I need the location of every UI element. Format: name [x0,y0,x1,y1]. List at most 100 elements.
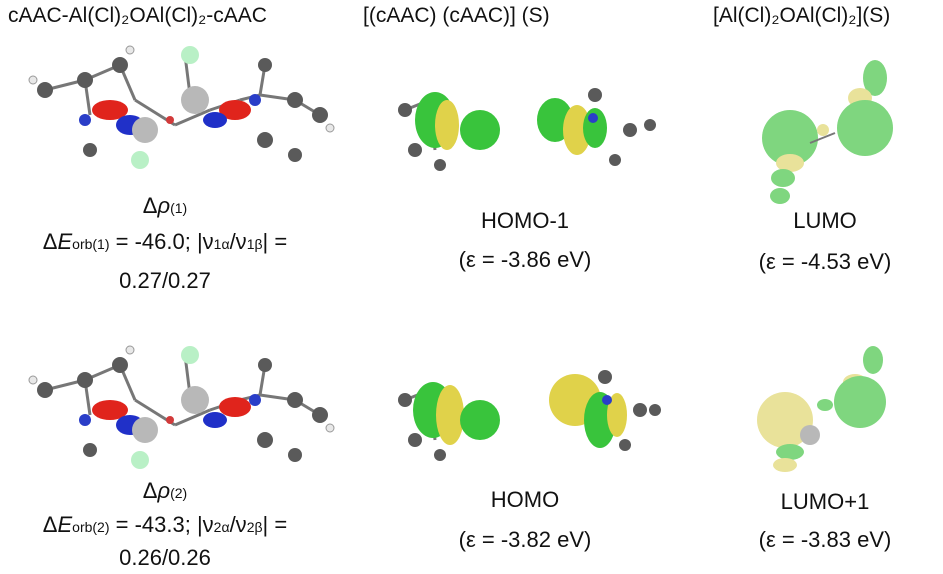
nu-end: | = [262,512,288,537]
hydrogen-atom [325,423,335,433]
homo-label: HOMO [490,487,560,512]
lumo-yellow-lobe [773,458,797,472]
lumo-yellow-lobe [757,392,813,448]
aluminum-atom [181,86,209,114]
homo-orbital-image [398,370,661,461]
carbon-atom [312,107,328,123]
delta-eorb-1-label: ΔEorb(1) = -46.0; |ν1α/ν1β| = [0,229,330,255]
orbital-yellow-lobe [563,105,591,155]
carbon-atom [287,392,303,408]
carbon-atom [609,154,621,166]
carbon-atom [257,132,273,148]
oxygen-lumo-lobe [817,124,829,136]
density-blue-lobe [203,412,227,428]
carbon-atom [598,370,612,384]
aluminum-atom [181,386,209,414]
hydrogen-atom [125,45,135,55]
carbon-atom [287,92,303,108]
lumo-green-lobe [834,376,886,428]
aluminum-atom [132,117,158,143]
oxygen-atom [166,116,174,124]
carbon-atom [112,357,128,373]
lumo-orbital-image [762,60,893,204]
homo-1-energy: (ε = -3.86 eV) [458,247,592,272]
hydrogen-atom [125,345,135,355]
nu-beta-subscript: 2β [246,519,263,535]
aluminum-atom [132,417,158,443]
carbon-atom [398,393,412,407]
orbital-yellow-lobe [435,100,459,150]
eorb-value: = -46.0; |ν [109,229,214,254]
carbon-atom [633,403,647,417]
eorb-prefix: ΔE [42,229,73,254]
lumo-green-lobe [863,60,887,96]
carbon-atom [288,448,302,462]
lumo-green-lobe [817,399,833,411]
carbon-atom [112,57,128,73]
lumo-plus-1-label: LUMO+1 [780,489,870,514]
header-alcl-fragment: [Al(Cl)₂OAl(Cl)₂](S) [713,4,891,27]
delta-rho-1-label: Δρ(1) [0,193,330,219]
chlorine-atom [131,151,149,169]
orbital-yellow-lobe [436,385,464,445]
density-red-lobe [92,100,128,120]
carbon-atom [644,119,656,131]
carbon-atom [623,123,637,137]
rho-subscript: (2) [170,485,188,501]
nitrogen-atom [249,94,261,106]
nitrogen-atom [588,113,598,123]
hydrogen-atom [28,375,38,385]
nu-end: | = [262,229,288,254]
ratio-2-label: 0.26/0.26 [119,545,211,570]
carbon-atom [77,372,93,388]
lumo-green-lobe [770,188,790,204]
carbon-atom [83,443,97,457]
lumo-plus-1-orbital-image [757,346,886,472]
delta-rho-2-label: Δρ(2) [0,478,330,504]
homo-1-label: HOMO-1 [481,208,569,233]
nitrogen-atom [79,414,91,426]
density-red-lobe [219,100,251,120]
header-complex: cAAC-Al(Cl)₂OAl(Cl)₂-cAAC [8,4,267,27]
carbon-atom [588,88,602,102]
bond-line [809,132,836,144]
deformation-density-2-image [28,345,335,469]
deformation-density-1-image [28,45,335,169]
orbital-green-lobe [460,400,500,440]
rho-subscript: (1) [170,200,188,216]
nu-beta-subscript: 1β [246,236,263,252]
carbon-atom [408,433,422,447]
density-blue-lobe [203,112,227,128]
lumo-green-lobe [776,444,804,460]
carbon-atom [257,432,273,448]
eorb-subscript: orb(1) [72,236,110,252]
carbon-atom [312,407,328,423]
carbon-atom [37,382,53,398]
nu-alpha-subscript: 1α [213,236,230,252]
aluminum-atom [800,425,820,445]
carbon-atom [619,439,631,451]
carbon-atom [258,58,272,72]
lumo-yellow-lobe [776,154,804,172]
nu-slash: /ν [229,512,247,537]
carbon-atom [288,148,302,162]
chlorine-atom [181,346,199,364]
carbon-atom [77,72,93,88]
lumo-energy: (ε = -4.53 eV) [758,249,892,274]
nu-slash: /ν [229,229,247,254]
nitrogen-atom [602,395,612,405]
homo-1-orbital-image [398,88,656,171]
rho-symbol: Δρ [142,193,171,218]
delta-eorb-2-label: ΔEorb(2) = -43.3; |ν2α/ν2β| = [0,512,330,538]
density-red-lobe [92,400,128,420]
carbon-atom [434,159,446,171]
hydrogen-atom [28,75,38,85]
carbon-atom [649,404,661,416]
header-cAAC-fragment: [(cAAC) (cAAC)] (S) [363,4,550,27]
lumo-green-lobe [762,110,818,166]
carbon-atom [37,82,53,98]
homo-energy: (ε = -3.82 eV) [458,527,592,552]
chlorine-atom [181,46,199,64]
lumo-green-lobe [863,346,883,374]
nitrogen-atom [249,394,261,406]
